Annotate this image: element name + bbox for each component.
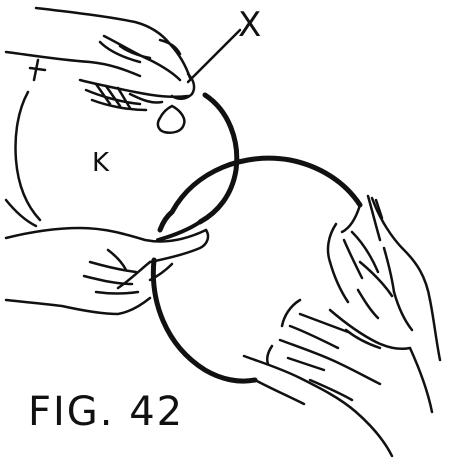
- label-k: K: [92, 150, 109, 176]
- label-x: X: [238, 8, 261, 42]
- lower-left-hand: [6, 228, 208, 314]
- bottom-right-hand: [244, 300, 432, 456]
- figure-caption: FIG. 42: [28, 392, 184, 432]
- right-ring: [153, 158, 360, 381]
- x-pointer-line: [188, 30, 240, 82]
- upper-left-hand: [6, 8, 194, 226]
- right-hand: [328, 196, 440, 360]
- left-ring: [200, 95, 237, 222]
